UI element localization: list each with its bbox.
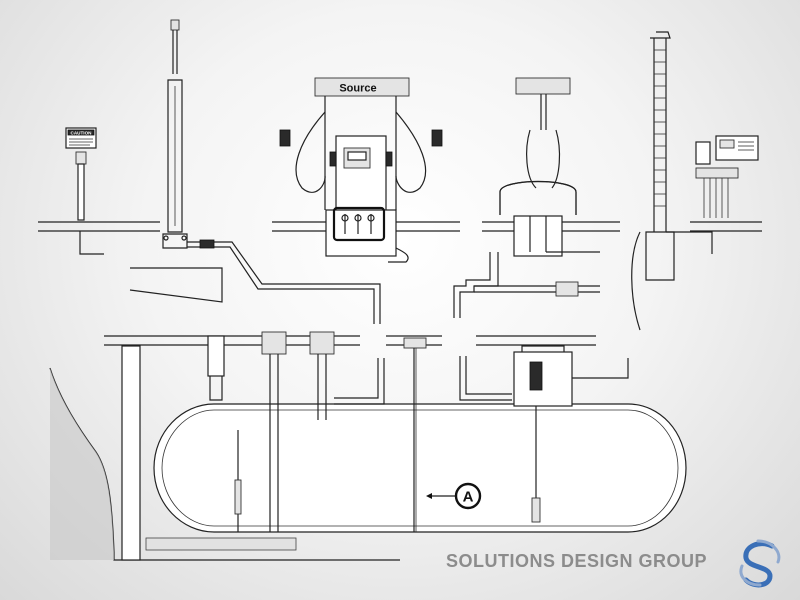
fill-risers <box>207 331 512 532</box>
sdg-s-logo-icon <box>739 539 781 588</box>
caution-sign-label: CAUTION <box>71 131 93 136</box>
callout-a-label: A <box>463 489 474 506</box>
underground-storage-tank <box>153 403 687 533</box>
building-wall-column <box>631 31 713 331</box>
in-tank-probe <box>234 430 242 532</box>
excavation-earth <box>49 345 400 561</box>
caution-sign-post: CAUTION <box>65 127 104 255</box>
vent-riser <box>129 19 381 324</box>
dispenser-brand-label: Source <box>339 83 376 95</box>
tank-monitor-console <box>695 135 759 218</box>
fuel-dispenser: Source <box>279 77 443 263</box>
tank-top-grade-line <box>104 335 596 346</box>
submersible-pump-sump <box>513 345 629 523</box>
footer-brand-name: SOLUTIONS DESIGN GROUP <box>446 551 708 571</box>
canopy-hose-retractor <box>453 77 600 318</box>
callout-a-marker: A <box>426 482 482 510</box>
